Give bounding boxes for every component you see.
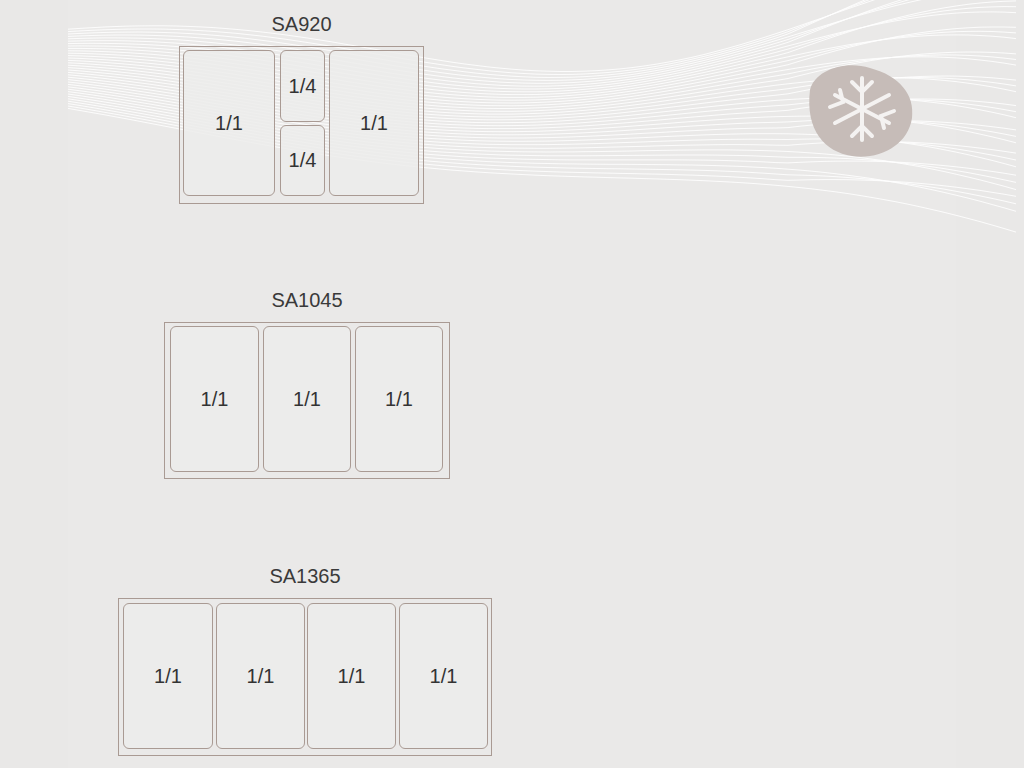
pan-size: 1/1 [338,665,366,688]
pan-size: 1/1 [360,112,388,135]
pan-slot: 1/4 [280,50,325,122]
model-name: SA1045 [125,289,489,312]
pan-size: 1/4 [289,149,317,172]
model-name: SA920 [140,13,463,36]
snowflake-logo [809,65,912,156]
pan-size: 1/1 [385,388,413,411]
page-panel [68,0,956,768]
pan-slot: 1/1 [216,603,305,749]
pan-size: 1/1 [293,388,321,411]
pan-slot: 1/1 [170,326,259,472]
pan-size: 1/1 [247,665,275,688]
unit-frame: SA9201/11/41/41/1 [179,46,424,204]
unit-frame: SA10451/11/11/1 [164,322,450,479]
pan-slot: 1/1 [307,603,396,749]
model-name: SA1365 [79,565,531,588]
pan-slot: 1/1 [123,603,213,749]
pan-size: 1/1 [154,665,182,688]
pan-slot: 1/1 [329,50,419,196]
pan-size: 1/4 [289,75,317,98]
pan-slot: 1/1 [183,50,275,196]
wave-lines [68,0,1016,232]
pan-slot: 1/4 [280,125,325,196]
pan-slot: 1/1 [263,326,351,472]
pan-slot: 1/1 [355,326,443,472]
pan-size: 1/1 [201,388,229,411]
unit-frame: SA13651/11/11/11/1 [118,598,492,756]
pan-size: 1/1 [430,665,458,688]
pan-slot: 1/1 [399,603,488,749]
pan-size: 1/1 [215,112,243,135]
